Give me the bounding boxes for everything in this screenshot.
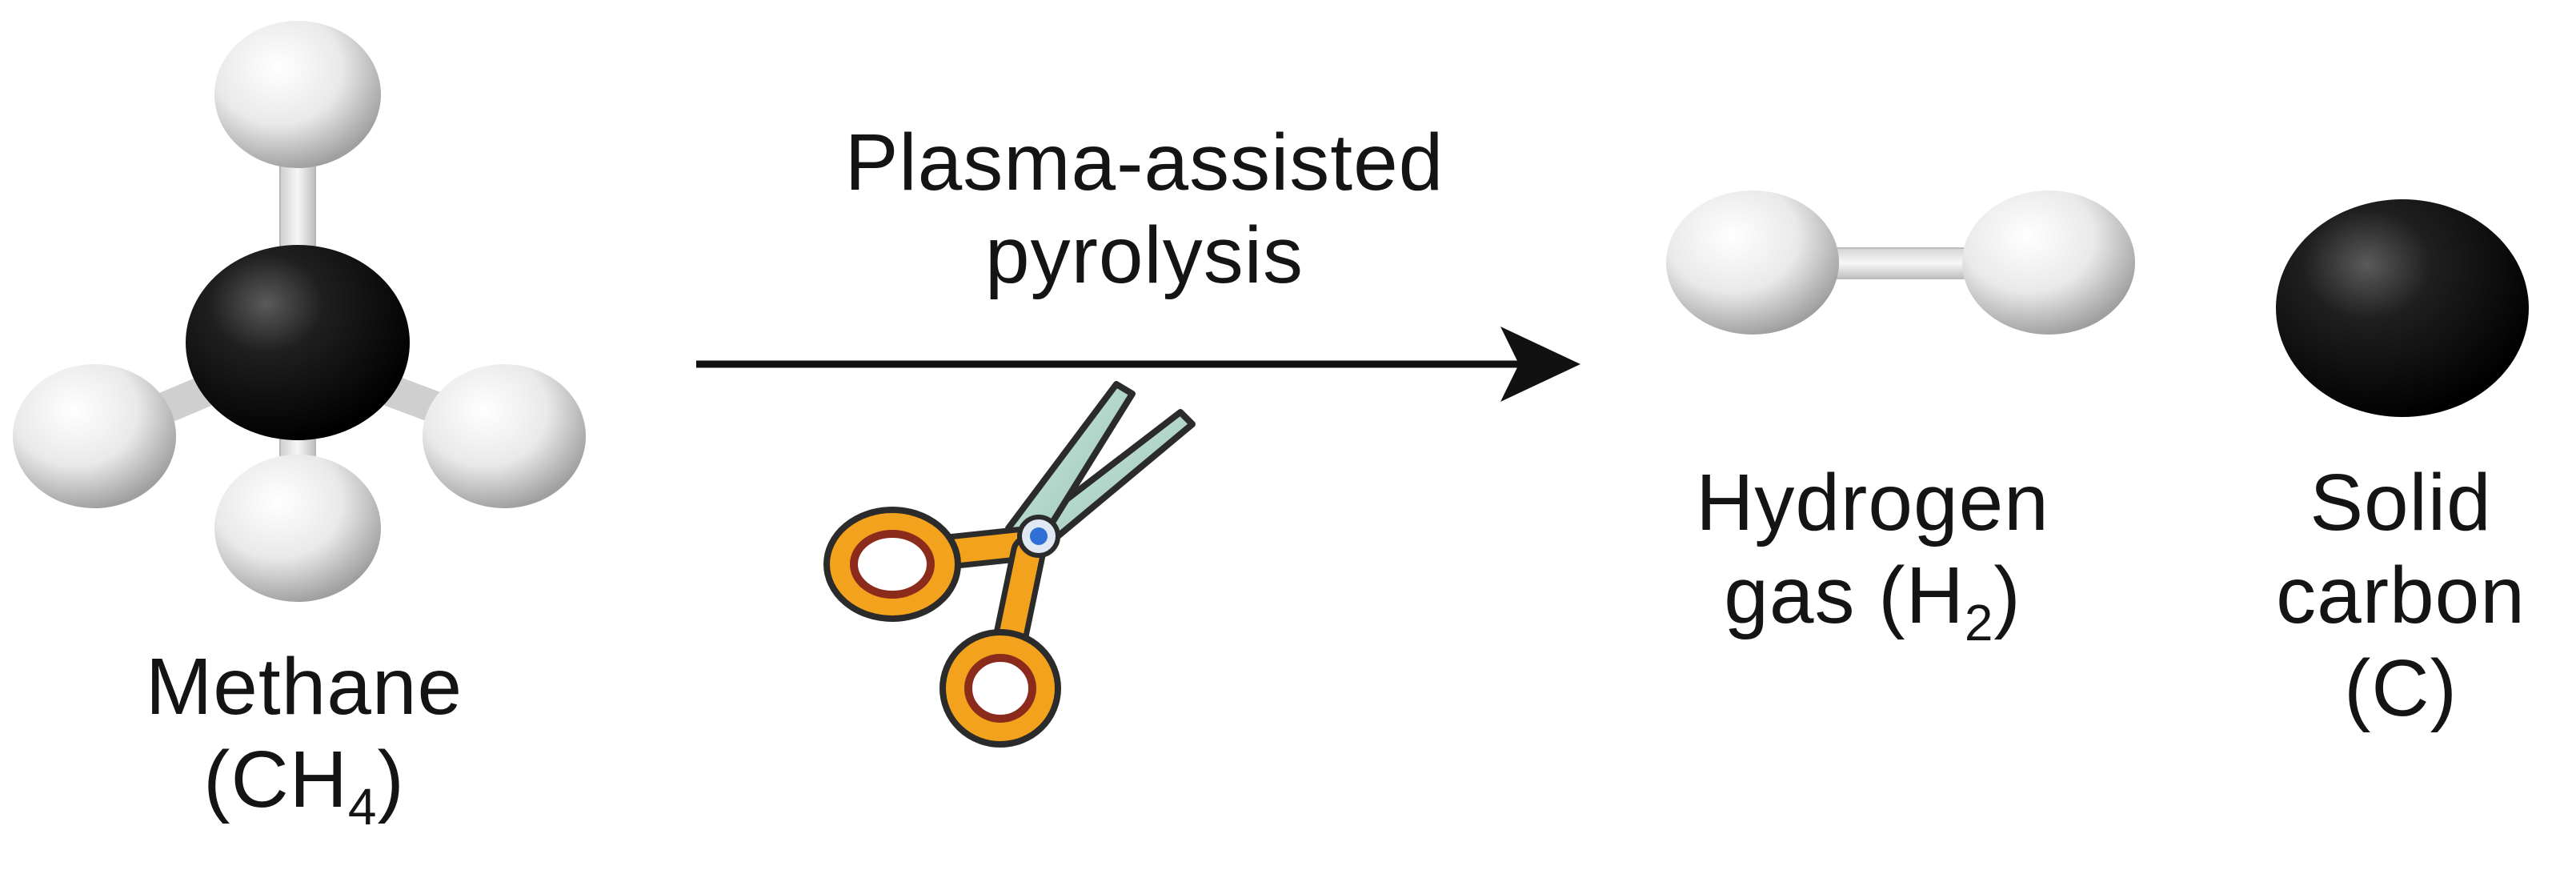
methane-carbon-atom <box>186 245 410 440</box>
solid-carbon-atom <box>2276 199 2529 417</box>
methane-hydrogen-left <box>13 364 176 508</box>
reaction-arrow <box>696 327 1580 402</box>
methane-molecule <box>13 21 586 602</box>
hydrogen-label-line1: Hydrogen <box>1696 458 2049 547</box>
methane-hydrogen-top <box>214 21 381 168</box>
methane-formula-suffix: ) <box>377 735 405 824</box>
process-label-line1: Plasma-assisted <box>844 118 1444 207</box>
hydrogen-formula-prefix: gas (H <box>1724 551 1965 640</box>
methane-formula-subscript: 4 <box>347 778 378 836</box>
hydrogen-label-line2: gas (H2) <box>1584 549 2161 648</box>
carbon-label-line2: carbon <box>2276 551 2526 640</box>
process-label: Plasma-assisted pyrolysis <box>688 116 1600 302</box>
methane-formula-prefix: (CH <box>203 735 348 824</box>
carbon-label: Solid carbon (C) <box>2225 456 2576 735</box>
hydrogen-molecule <box>1666 190 2135 335</box>
methane-hydrogen-right <box>423 364 586 508</box>
process-label-line2: pyrolysis <box>985 210 1304 300</box>
scissors-icon <box>823 381 1196 748</box>
hydrogen-formula-subscript: 2 <box>1964 594 1994 651</box>
carbon-label-line1: Solid <box>2310 458 2492 547</box>
methane-hydrogen-bottom <box>214 455 381 602</box>
hydrogen-formula-suffix: ) <box>1993 551 2021 640</box>
hydrogen-atom-right <box>1962 190 2135 335</box>
hydrogen-atom-left <box>1666 190 1839 335</box>
carbon-label-line3: (C) <box>2344 643 2458 733</box>
methane-formula: (CH4) <box>0 733 608 832</box>
methane-label: Methane (CH4) <box>0 640 608 832</box>
methane-name: Methane <box>145 642 463 732</box>
hydrogen-label: Hydrogen gas (H2) <box>1584 456 2161 648</box>
